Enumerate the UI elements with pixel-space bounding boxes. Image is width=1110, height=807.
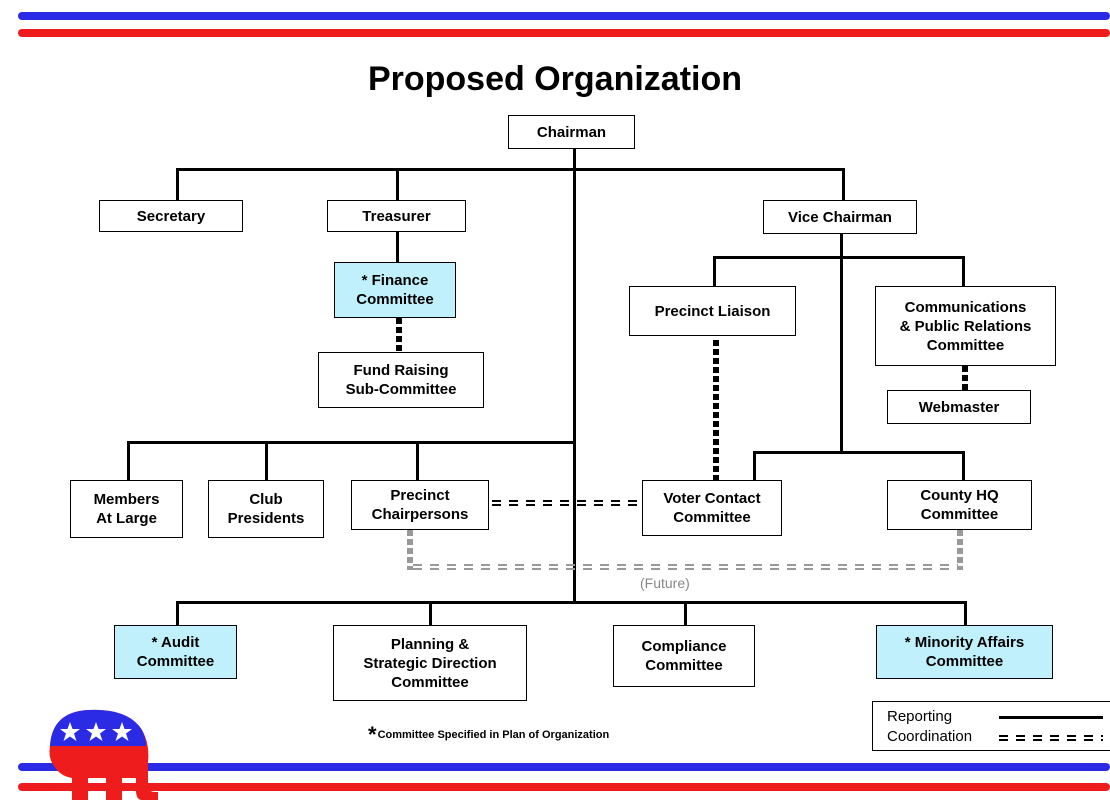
page-title: Proposed Organization — [367, 60, 743, 98]
drop-treasurer — [396, 168, 399, 200]
legend-reporting-label: Reporting — [887, 708, 953, 725]
finance-fundraising-coord — [394, 318, 404, 352]
liaison-voter-coord — [711, 340, 721, 480]
legend-reporting-line — [999, 716, 1103, 719]
future-left-coord — [407, 530, 413, 570]
club-presidents-box: Club Presidents — [208, 480, 324, 538]
precinct-voter-coord — [492, 500, 638, 506]
bottom-blue-stripe — [18, 763, 1110, 771]
communications-box: Communications & Public Relations Commit… — [875, 286, 1056, 366]
drop-club — [265, 441, 268, 480]
republican-elephant-icon — [42, 706, 160, 807]
future-horizontal-coord — [413, 564, 958, 570]
drop-county-hq — [962, 451, 965, 480]
treasurer-finance-line — [396, 232, 399, 262]
footnote-star: * — [368, 722, 377, 747]
mid-bar-line — [127, 441, 576, 444]
vice-chairman-box: Vice Chairman — [763, 200, 917, 234]
voter-contact-box: Voter Contact Committee — [642, 480, 782, 536]
compliance-box: Compliance Committee — [613, 625, 755, 687]
top-bar-line — [176, 168, 844, 171]
future-label: (Future) — [640, 575, 690, 591]
drop-precinct-chair — [416, 441, 419, 480]
top-blue-stripe — [18, 12, 1110, 20]
chairman-box: Chairman — [508, 115, 635, 149]
comms-webmaster-coord — [960, 366, 970, 390]
drop-compliance — [684, 601, 687, 625]
finance-committee-box: * Finance Committee — [334, 262, 456, 318]
bottom-bar-line — [176, 601, 967, 604]
legend: Reporting Coordination — [872, 701, 1110, 751]
top-red-stripe — [18, 29, 1110, 37]
drop-planning — [429, 601, 432, 625]
vice-chairman-trunk — [840, 232, 843, 454]
planning-box: Planning & Strategic Direction Committee — [333, 625, 527, 701]
fund-raising-box: Fund Raising Sub-Committee — [318, 352, 484, 408]
members-at-large-box: Members At Large — [70, 480, 183, 538]
bottom-red-stripe — [18, 783, 1110, 791]
drop-communications — [962, 256, 965, 286]
vice-bar-line — [713, 256, 965, 259]
treasurer-box: Treasurer — [327, 200, 466, 232]
vice-lower-bar — [753, 451, 965, 454]
precinct-liaison-box: Precinct Liaison — [629, 286, 796, 336]
legend-coordination-label: Coordination — [887, 728, 973, 745]
legend-coordination-line — [999, 735, 1103, 741]
precinct-chairpersons-box: Precinct Chairpersons — [351, 480, 489, 530]
secretary-box: Secretary — [99, 200, 243, 232]
audit-committee-box: * Audit Committee — [114, 625, 237, 679]
drop-minority — [964, 601, 967, 625]
footnote-text: Committee Specified in Plan of Organizat… — [377, 729, 610, 741]
drop-voter-contact — [753, 451, 756, 480]
county-hq-box: County HQ Committee — [887, 480, 1032, 530]
minority-affairs-box: * Minority Affairs Committee — [876, 625, 1053, 679]
webmaster-box: Webmaster — [887, 390, 1031, 424]
drop-secretary — [176, 168, 179, 200]
drop-audit — [176, 601, 179, 625]
drop-vice-chairman — [842, 168, 845, 200]
drop-precinct-liaison — [713, 256, 716, 286]
drop-members — [127, 441, 130, 480]
footnote: *Committee Specified in Plan of Organiza… — [368, 722, 609, 748]
future-right-coord — [957, 530, 963, 570]
trunk-line — [573, 148, 576, 604]
